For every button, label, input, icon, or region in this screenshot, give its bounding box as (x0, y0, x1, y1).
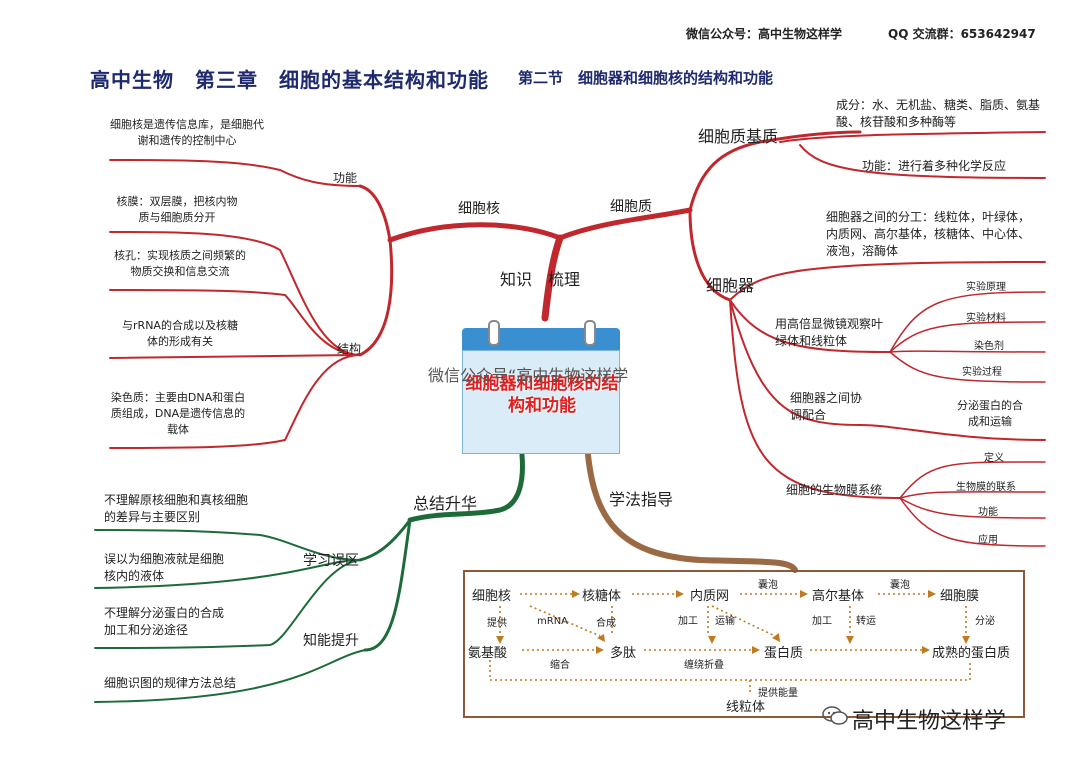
flow-label: mRNA (537, 616, 569, 627)
flow-label: 运输 (715, 616, 735, 627)
mistake-item: 不理解原核细胞和真核细胞的差异与主要区别 (104, 493, 249, 524)
node-cytoplasm: 细胞质 (610, 199, 652, 215)
node-cytoplasm-matrix: 细胞质基质 (698, 127, 779, 146)
branch-summary (407, 452, 525, 523)
flow-label: 缠绕折叠 (684, 660, 724, 671)
flow-peptide: 多肽 (610, 646, 637, 661)
membrane-item: 定义 (984, 453, 1004, 464)
flow-amino-acid: 氨基酸 (468, 646, 508, 661)
organelle-division: 细胞器之间的分工：线粒体，叶绿体，内质网、高尔基体，核糖体、中心体、液泡，溶酶体 (826, 210, 1031, 258)
membrane-item: 生物膜的联系 (956, 482, 1016, 493)
flow-protein: 蛋白质 (764, 646, 804, 661)
node-summary: 总结升华 (413, 494, 478, 513)
flow-label: 分泌 (975, 616, 995, 627)
flow-label: 囊泡 (890, 580, 910, 591)
matrix-composition: 成分：水、无机盐、糖类、脂质、氨基酸、核苷酸和多种酶等 (836, 98, 1041, 129)
nucleus-structure-item: 核膜：双层膜，把核内物质与细胞质分开 (116, 195, 238, 224)
center-card: 细胞器和细胞核的结构和功能 (462, 320, 620, 454)
page-subtitle: 第二节 细胞器和细胞核的结构和功能 (518, 69, 774, 87)
ability-item: 细胞识图的规律方法总结 (104, 676, 237, 690)
flow-golgi: 高尔基体 (812, 589, 865, 604)
branch-method (585, 452, 798, 573)
microscope-item: 实验原理 (966, 282, 1006, 293)
card-ring (488, 320, 500, 346)
node-coordination: 细胞器之间协调配合 (790, 391, 863, 422)
coordination-item: 分泌蛋白的合成和运输 (957, 399, 1023, 428)
microscope-item: 实验材料 (966, 313, 1006, 324)
flow-label: 提供 (487, 618, 507, 629)
flow-label: 合成 (596, 618, 616, 629)
card-title: 细胞器和细胞核的结构和功能 (465, 374, 619, 416)
nucleus-structure-item: 与rRNA的合成以及核糖体的形成有关 (122, 319, 238, 348)
microscope-item: 实验过程 (962, 367, 1002, 378)
node-method: 学法指导 (609, 490, 674, 509)
flow-mature-protein: 成熟的蛋白质 (932, 646, 1011, 661)
page-title: 高中生物 第三章 细胞的基本结构和功能 (90, 68, 489, 92)
nucleus-structure-item: 染色质：主要由DNA和蛋白质组成，DNA是遗传信息的载体 (110, 391, 246, 436)
branch-cytoplasm (557, 207, 693, 241)
node-organelle: 细胞器 (706, 276, 755, 295)
card-ring (584, 320, 596, 346)
membrane-item: 应用 (978, 535, 998, 546)
root-label: 知识 梳理 (500, 270, 581, 289)
flow-ribosome: 核糖体 (582, 589, 622, 604)
microscope-item: 染色剂 (974, 341, 1004, 352)
flow-er: 内质网 (690, 589, 730, 604)
node-membrane-system: 细胞的生物膜系统 (786, 483, 883, 497)
card-body: 细胞器和细胞核的结构和功能 (462, 350, 620, 454)
flow-label: 转运 (856, 616, 876, 627)
nucleus-structure-item: 核孔：实现核质之间频繁的物质交换和信息交流 (114, 249, 246, 278)
branch-trunk (541, 234, 564, 322)
wechat-icon (822, 706, 848, 726)
header-qq: QQ 交流群：653642947 (888, 27, 1036, 41)
flow-label: 加工 (812, 616, 832, 627)
watermark: 微信公众号“高中生物这样学 (428, 366, 629, 385)
flow-label: 加工 (678, 616, 698, 627)
flow-label: 囊泡 (758, 580, 778, 591)
card-header (462, 328, 620, 350)
nucleus-function-text: 细胞核是遗传信息库，是细胞代谢和遗传的控制中心 (110, 118, 264, 147)
logo-text: 高中生物这样学 (852, 709, 1007, 734)
flow-membrane: 细胞膜 (940, 589, 980, 604)
node-structure: 结构 (337, 342, 362, 356)
node-ability: 知能提升 (303, 633, 359, 649)
flow-label: 提供能量 (758, 688, 798, 699)
node-function: 功能 (333, 171, 358, 185)
flow-label: 缩合 (550, 660, 570, 671)
membrane-item: 功能 (978, 507, 998, 518)
node-microscope: 用高倍显微镜观察叶绿体和线粒体 (775, 317, 884, 348)
header-wechat: 微信公众号：高中生物这样学 (686, 27, 843, 41)
flow-mitochondria: 线粒体 (726, 700, 766, 715)
mistake-item: 误以为细胞液就是细胞核内的液体 (104, 552, 225, 583)
mistake-item: 不理解分泌蛋白的合成加工和分泌途径 (104, 606, 225, 637)
branch-nucleus (387, 222, 563, 243)
node-nucleus: 细胞核 (458, 201, 500, 217)
flow-diagram-box (463, 570, 1025, 718)
flow-nucleus: 细胞核 (472, 589, 512, 604)
node-mistakes: 学习误区 (303, 553, 359, 569)
matrix-function: 功能：进行着多种化学反应 (862, 159, 1007, 173)
